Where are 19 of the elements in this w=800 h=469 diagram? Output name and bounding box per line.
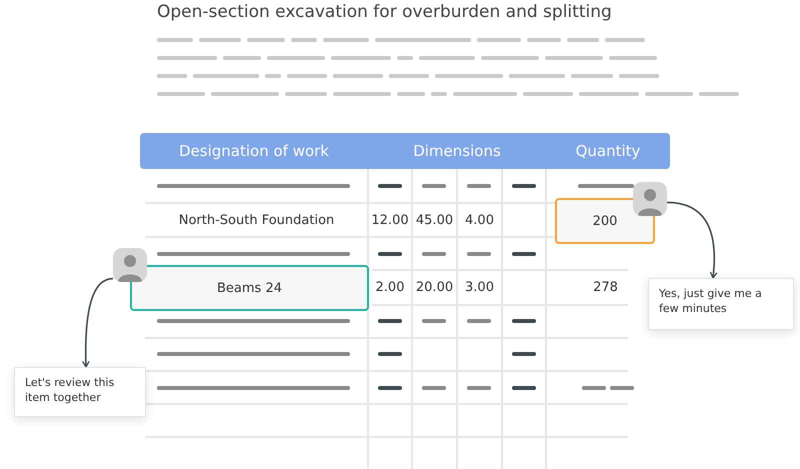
column-header: Dimensions xyxy=(412,141,502,162)
table-cell-text: 45.00 xyxy=(414,212,454,230)
column-header: Designation of work xyxy=(178,141,330,162)
table-cell-text: 3.00 xyxy=(464,279,495,297)
avatar-icon xyxy=(633,182,667,216)
curved-arrow xyxy=(666,202,718,279)
table-cell-text: 12.00 xyxy=(370,212,410,230)
table-cell-text: 2.00 xyxy=(374,279,406,297)
comment-bubble: Yes, just give me a few minutes xyxy=(648,278,794,330)
avatar-icon xyxy=(113,248,147,282)
curved-arrow xyxy=(82,278,114,368)
column-header: Quantity xyxy=(574,141,642,162)
table-cell-text: 20.00 xyxy=(414,279,454,297)
table-cell-text: 4.00 xyxy=(464,212,495,230)
table-cell-text: North-South Foundation xyxy=(178,212,336,230)
title: Open-section excavation for overburden and splitting xyxy=(157,2,612,22)
input-field: 200 xyxy=(555,198,655,244)
comment-bubble: Let's review this item together xyxy=(14,367,146,417)
input-field: Beams 24 xyxy=(130,265,369,311)
